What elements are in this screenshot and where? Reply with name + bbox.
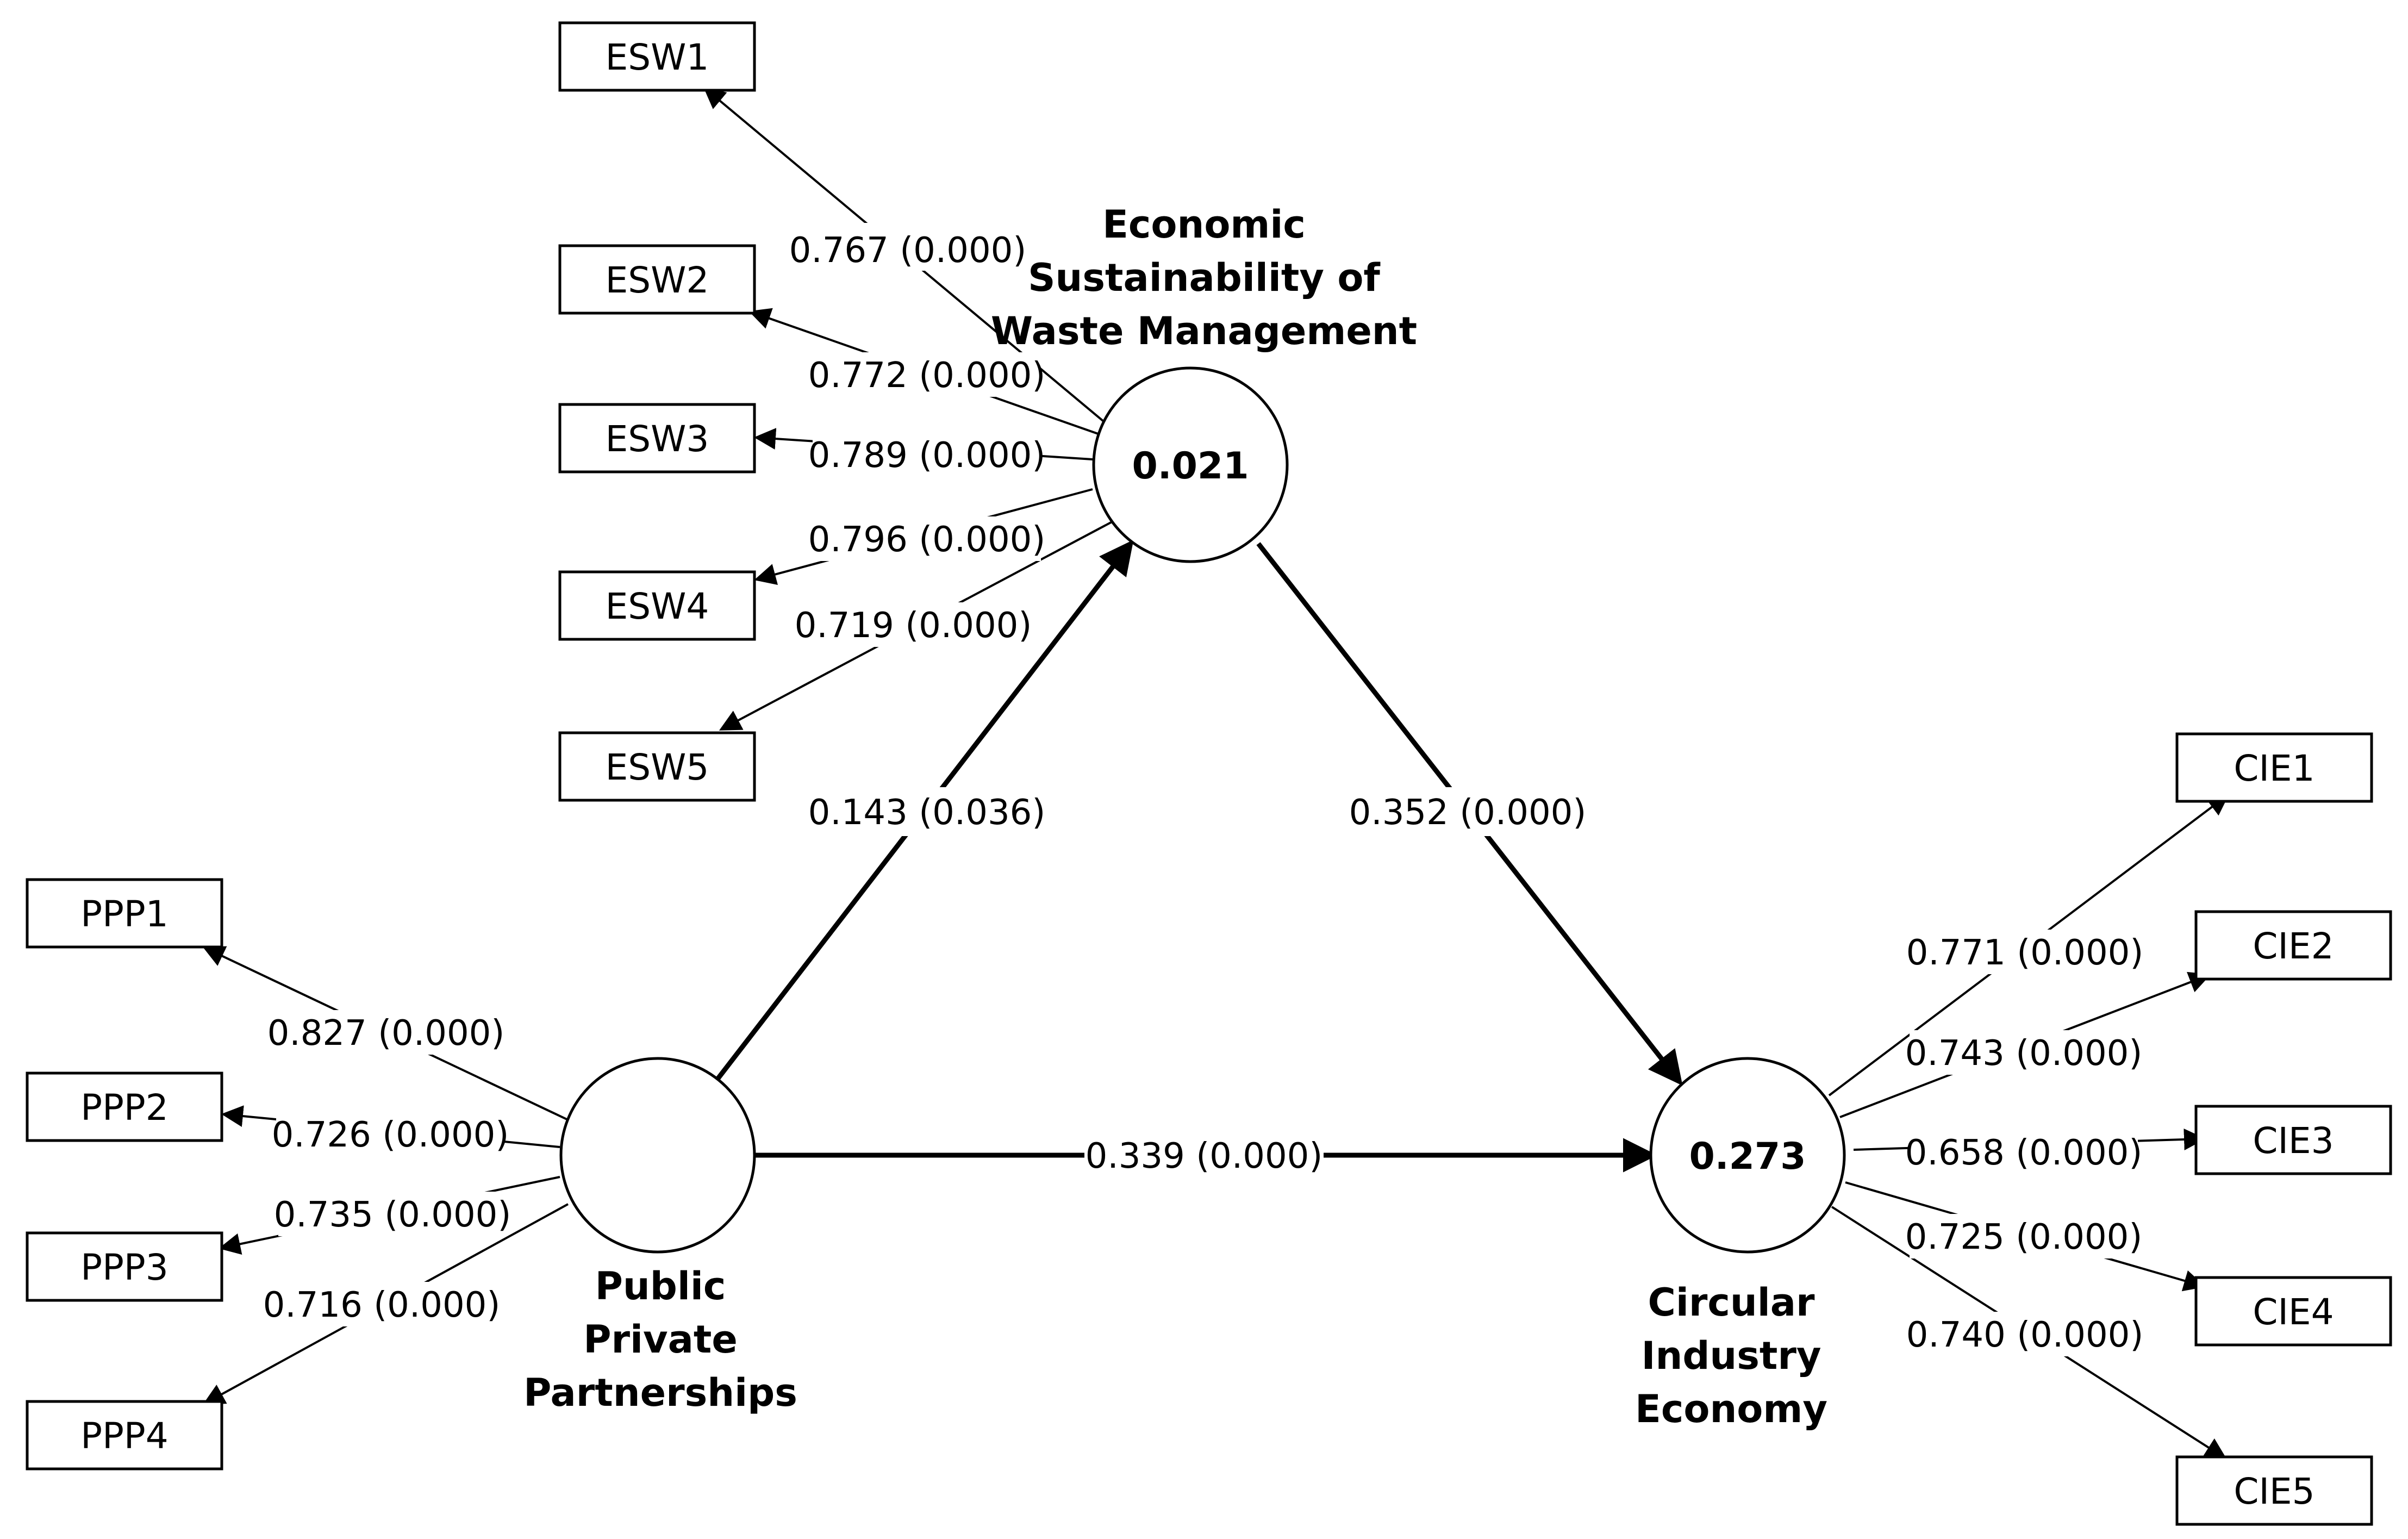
ppp-indicator-boxes: PPP1 PPP2 PPP3 PPP4: [26, 878, 223, 1471]
construct-ppp: [559, 1057, 756, 1254]
indicator-label-esw2: ESW2: [606, 259, 709, 301]
loading-value-ppp3: 0.735 (0.000): [274, 1195, 511, 1235]
loading-value-esw1: 0.767 (0.000): [789, 230, 1027, 271]
loading-value-ppp2: 0.726 (0.000): [272, 1115, 509, 1155]
indicator-box-cie5: [2175, 1455, 2373, 1526]
indicator-label-cie3: CIE3: [2253, 1120, 2334, 1162]
loading-value-cie3: 0.658 (0.000): [1905, 1133, 2143, 1173]
loading-value-cie1: 0.771 (0.000): [1906, 933, 2144, 973]
loading-value-ppp4: 0.716 (0.000): [263, 1285, 501, 1325]
indicator-box-esw2: [558, 244, 756, 315]
indicator-label-ppp3: PPP3: [80, 1247, 168, 1288]
construct-label-esw: Economic Sustainability of Waste Managem…: [991, 202, 1417, 353]
loading-value-cie4: 0.725 (0.000): [1905, 1217, 2143, 1257]
construct-circle-ppp: [559, 1057, 756, 1254]
cie-loadings: [1828, 794, 2230, 1460]
indicator-box-ppp1: [26, 878, 223, 949]
loading-value-esw3: 0.789 (0.000): [808, 435, 1046, 476]
indicator-box-cie2: [2194, 910, 2392, 981]
construct-circle-esw: [1092, 366, 1289, 563]
cie-indicator-boxes: CIE1 CIE2 CIE3 CIE4 CIE5: [2175, 732, 2392, 1526]
loading-value-cie2: 0.743 (0.000): [1905, 1033, 2143, 1074]
loading-value-cie5: 0.740 (0.000): [1906, 1315, 2144, 1355]
indicator-box-cie4: [2194, 1276, 2392, 1347]
construct-label-esw-line2: Sustainability of: [1028, 256, 1381, 300]
indicator-box-ppp4: [26, 1400, 223, 1471]
indicator-box-esw3: [558, 403, 756, 473]
indicator-box-cie1: [2175, 732, 2373, 803]
path-value-ppp-to-esw: 0.143 (0.036): [808, 793, 1046, 833]
construct-label-cie-line2: Industry: [1641, 1334, 1821, 1378]
indicator-label-esw3: ESW3: [606, 418, 709, 460]
indicator-label-cie1: CIE1: [2234, 747, 2315, 789]
path-value-ppp-to-cie: 0.339 (0.000): [1086, 1136, 1323, 1176]
indicator-box-esw4: [558, 570, 756, 641]
ppp-loading-labels: 0.827 (0.000) 0.726 (0.000) 0.735 (0.000…: [263, 1010, 511, 1326]
construct-label-esw-line1: Economic: [1102, 202, 1306, 247]
r2-value-cie: 0.273: [1689, 1135, 1806, 1178]
construct-label-cie-line1: Circular: [1648, 1280, 1815, 1325]
indicator-box-cie3: [2194, 1105, 2392, 1175]
indicator-label-ppp4: PPP4: [80, 1415, 168, 1457]
indicator-label-esw1: ESW1: [606, 36, 709, 78]
construct-label-cie-line3: Economy: [1635, 1387, 1827, 1431]
indicator-label-esw5: ESW5: [606, 746, 709, 788]
loading-value-esw4: 0.796 (0.000): [808, 520, 1046, 560]
construct-label-ppp: Public Private Partnerships: [523, 1264, 797, 1415]
construct-label-ppp-line1: Public: [595, 1264, 726, 1309]
construct-circle-cie: [1649, 1057, 1846, 1254]
construct-cie: 0.273: [1649, 1057, 1846, 1254]
cie-loading-labels: 0.771 (0.000) 0.743 (0.000) 0.658 (0.000…: [1905, 930, 2144, 1356]
construct-label-esw-line3: Waste Management: [991, 309, 1417, 353]
indicator-box-esw1: [558, 21, 756, 92]
path-value-esw-to-cie: 0.352 (0.000): [1349, 793, 1587, 833]
r2-value-esw: 0.021: [1132, 445, 1249, 488]
loading-value-esw5: 0.719 (0.000): [795, 606, 1032, 646]
esw-loading-labels: 0.767 (0.000) 0.772 (0.000) 0.789 (0.000…: [789, 223, 1046, 647]
construct-label-cie: Circular Industry Economy: [1635, 1280, 1827, 1431]
esw-indicator-boxes: ESW1 ESW2 ESW3 ESW4 ESW5: [558, 21, 756, 802]
loading-value-esw2: 0.772 (0.000): [808, 356, 1046, 396]
indicator-box-ppp2: [26, 1071, 223, 1142]
construct-esw: 0.021: [1092, 366, 1289, 563]
indicator-box-esw5: [558, 731, 756, 802]
indicator-label-cie5: CIE5: [2234, 1471, 2315, 1512]
construct-label-ppp-line3: Partnerships: [523, 1370, 797, 1415]
loading-value-ppp1: 0.827 (0.000): [267, 1013, 505, 1054]
indicator-label-ppp2: PPP2: [80, 1087, 168, 1129]
indicator-box-ppp3: [26, 1231, 223, 1302]
indicator-label-esw4: ESW4: [606, 585, 709, 627]
path-coefficient-labels: 0.143 (0.036) 0.352 (0.000) 0.339 (0.000…: [808, 787, 1587, 1180]
indicator-label-cie2: CIE2: [2253, 925, 2334, 967]
indicator-label-ppp1: PPP1: [80, 893, 168, 935]
construct-label-ppp-line2: Private: [583, 1317, 738, 1362]
indicator-label-cie4: CIE4: [2253, 1291, 2334, 1333]
